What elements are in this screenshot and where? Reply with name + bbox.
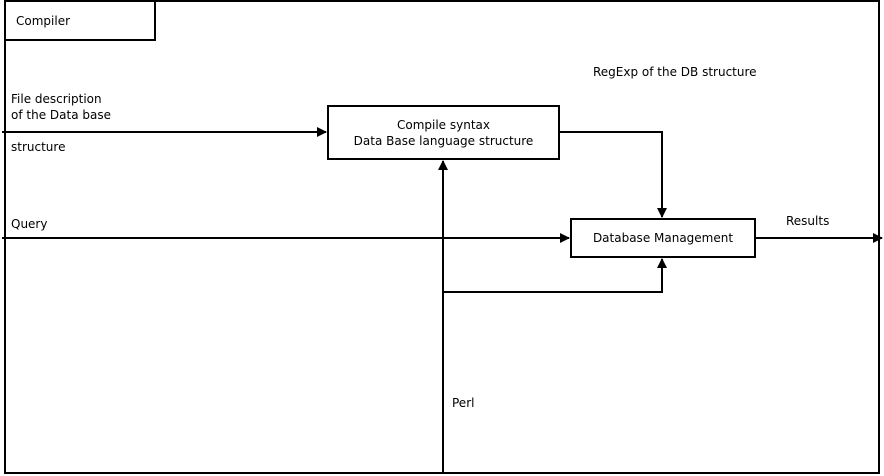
compile-syntax-box: Compile syntax Data Base language struct… <box>327 105 560 160</box>
file-description-label-line1: File description <box>11 92 102 106</box>
compile-syntax-line2: Data Base language structure <box>353 134 534 148</box>
database-management-label: Database Management <box>592 231 734 245</box>
regexp-arrow <box>560 131 667 218</box>
query-label: Query <box>11 217 48 231</box>
results-label: Results <box>786 214 830 228</box>
database-management-box: Database Management <box>570 218 756 258</box>
compiler-tab-label: Compiler <box>16 14 71 28</box>
file-description-label-line2: of the Data base <box>11 108 111 122</box>
compile-syntax-line1: Compile syntax <box>396 118 490 132</box>
regexp-label: RegExp of the DB structure <box>593 65 757 79</box>
perl-label: Perl <box>452 396 475 410</box>
file-description-label-line3: structure <box>11 140 66 154</box>
perl-to-database-arrow <box>443 258 667 293</box>
compiler-tab: Compiler <box>4 0 156 41</box>
